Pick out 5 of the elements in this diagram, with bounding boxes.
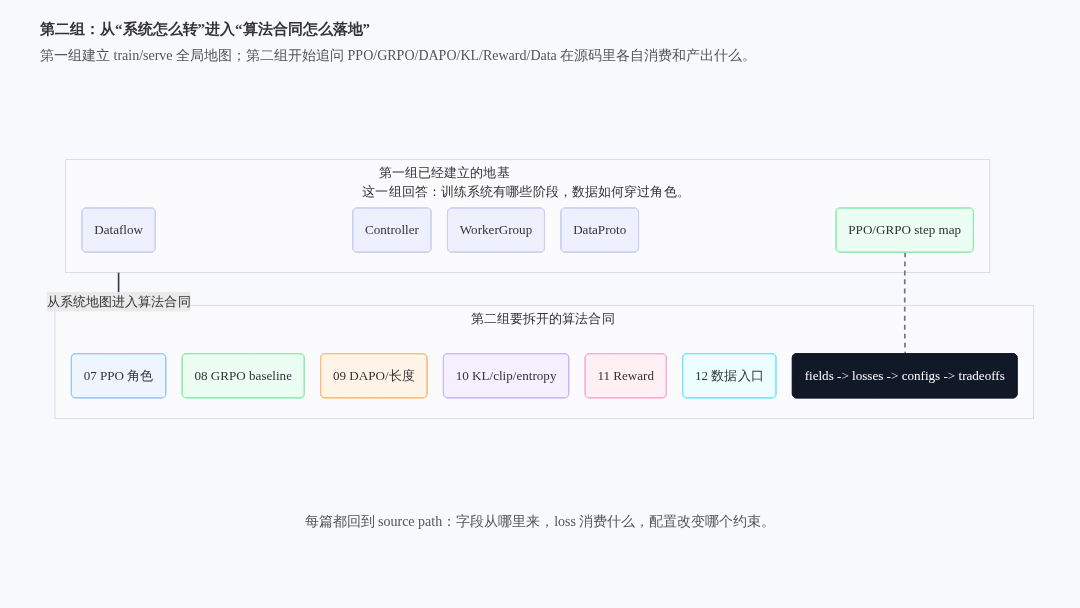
title: 第二组：从“系统怎么转”进入“算法合同怎么落地” (40, 20, 371, 39)
note-text: 每篇都回到 source path：字段从哪里来，loss 消费什么，配置改变哪个约束。 (303, 513, 777, 531)
edge-label: 从系统地图进入算法合同 (46, 294, 191, 309)
subtitle-text: 第一组建立 train/serve 全局地图；第二组开始追问 PPO/GRPO/DAPO/KL/Reward/Data 在源码里各自消费和产出什么。 (40, 47, 758, 65)
connector (903, 251, 906, 355)
